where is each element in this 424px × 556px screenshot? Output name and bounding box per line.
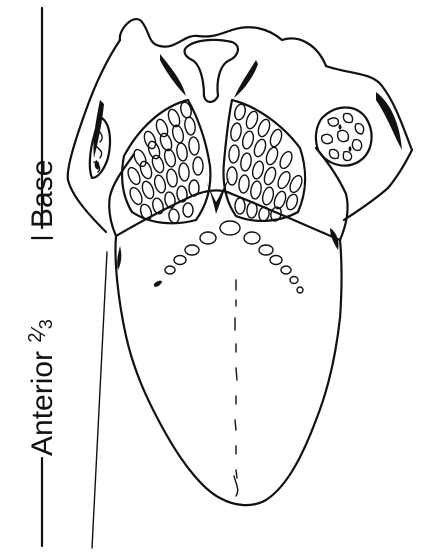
base-label: Base	[26, 160, 59, 228]
pointer-line	[92, 252, 107, 548]
papilla-dash-left	[154, 281, 162, 287]
anterior-two-thirds-label: Anterior 2⁄3	[25, 319, 59, 456]
lingual-tonsil-right	[224, 100, 306, 222]
lingual-tonsil-left	[122, 100, 210, 224]
epiglottis	[160, 40, 258, 102]
vallate-papillae	[165, 221, 303, 293]
arch-shadow-right	[330, 228, 339, 250]
region-scale: Base Anterior 2⁄3	[25, 8, 59, 546]
palatine-tonsil-right	[316, 108, 372, 166]
arch-shadow-left	[117, 246, 121, 270]
